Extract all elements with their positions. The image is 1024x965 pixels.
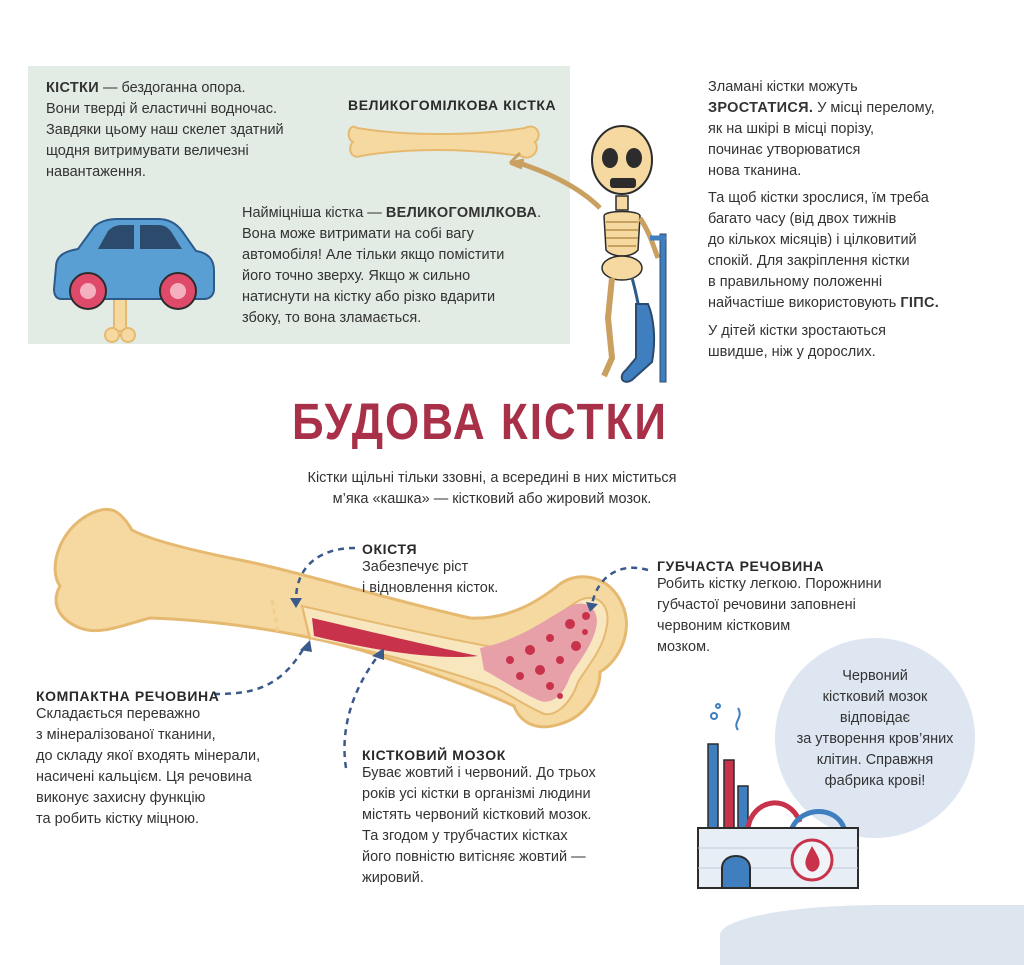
text-line: автомобіля! Але тільки якщо помістити (242, 247, 505, 263)
text-line: його повністю витісняє жовтий — (362, 849, 586, 865)
skeleton-illustration (508, 125, 667, 383)
text-line: за утворення кров’яних (796, 731, 954, 747)
periosteum-label: ОКІСТЯ Забезпечує ріст і відновлення кіс… (362, 541, 498, 599)
periosteum-heading: ОКІСТЯ (362, 541, 418, 557)
text-line: виконує захисну функцію (36, 790, 206, 806)
text-line: Робить кістку легкою. Порожнини (657, 576, 882, 592)
healing-paragraph: Та щоб кістки зрослися, їм треба багато … (708, 188, 939, 314)
fracture-paragraph: Зламані кістки можуть ЗРОСТАТИСЯ. У місц… (708, 77, 935, 182)
marrow-label: КІСТКОВИЙ МОЗОК Буває жовтий і червоний.… (362, 747, 596, 889)
text-line: Та згодом у трубчастих кістках (362, 828, 568, 844)
text-line: з мінералізованої тканини, (36, 727, 216, 743)
blood-factory-illustration (697, 703, 859, 889)
section-title: БУДОВА КІСТКИ (292, 394, 668, 451)
text-line: і відновлення кісток. (362, 580, 499, 596)
text-line: Та щоб кістки зрослися, їм треба (708, 190, 929, 206)
compact-heading: КОМПАКТНА РЕЧОВИНА (36, 688, 220, 704)
text-line: багато часу (від двох тижнів (708, 211, 897, 227)
text-line: Забезпечує ріст (362, 559, 469, 575)
text-line: Буває жовтий і червоний. До трьох (362, 765, 596, 781)
text-line: нова тканина. (708, 163, 802, 179)
cast-term: ГІПС. (900, 295, 940, 311)
spongy-heading: ГУБЧАСТА РЕЧОВИНА (657, 558, 825, 574)
bone-structure-illustration (53, 507, 628, 729)
spongy-label: ГУБЧАСТА РЕЧОВИНА Робить кістку легкою. … (657, 558, 882, 658)
strong-term: ВЕЛИКОГОМІЛКОВА (385, 205, 538, 221)
text-line: Червоний (842, 668, 908, 684)
text-line: насичені кальцієм. Ця речовина (36, 769, 252, 785)
text-line: швидше, ніж у дорослих. (708, 344, 876, 360)
text-line: червоним кістковим (657, 618, 791, 634)
text-line: У дітей кістки зростаються (708, 323, 886, 339)
text-line: жировий. (362, 870, 424, 886)
compact-label: КОМПАКТНА РЕЧОВИНА Складається переважно… (36, 688, 260, 830)
text-line: збоку, то вона зламається. (242, 310, 422, 326)
grow-term: ЗРОСТАТИСЯ. (708, 100, 814, 116)
text-line: років усі кістки в організмі людини (362, 786, 591, 802)
text-line: Найміцніша кістка — (242, 205, 382, 221)
text-line: Вони тверді й еластичні водночас. (46, 101, 277, 117)
bones-term: КІСТКИ (46, 80, 99, 96)
text-line: Завдяки цьому наш скелет здатний (46, 122, 284, 138)
marrow-heading: КІСТКОВИЙ МОЗОК (362, 747, 506, 763)
text-line: в правильному положенні (708, 274, 883, 290)
blood-factory-bubble (775, 638, 975, 838)
text-line: спокій. Для закріплення кістки (708, 253, 910, 269)
text-line: навантаження. (46, 164, 146, 180)
text-line: фабрика крові! (824, 773, 926, 789)
callout-arrows (213, 546, 649, 769)
bones-paragraph: КІСТКИ — бездоганна опора. Вони тверді й… (46, 78, 284, 183)
text-line: до складу якої входять мінерали, (36, 748, 261, 764)
blood-factory-text: Червоний кістковий мозок відповідає за у… (775, 666, 975, 792)
text-line: містять червоний кістковий мозок. (362, 807, 592, 823)
decorative-wave (720, 905, 1024, 965)
text-line: починає утворюватися (708, 142, 861, 158)
text-line: його точно зверху. Якщо ж сильно (242, 268, 471, 284)
tibia-illustration (347, 125, 540, 159)
text-line: клітин. Справжня (816, 752, 934, 768)
text-line: як на шкірі в місці порізу, (708, 121, 875, 137)
text-line: Складається переважно (36, 706, 201, 722)
tibia-label: ВЕЛИКОГОМІЛКОВА КІСТКА (348, 97, 557, 113)
text-line: м’яка «кашка» — кістковий або жировий мо… (332, 491, 652, 507)
text-line: — бездоганна опора. (102, 80, 246, 96)
text-line: Зламані кістки можуть (708, 79, 858, 95)
text-line: щодня витримувати величезні (46, 143, 249, 159)
children-paragraph: У дітей кістки зростаються швидше, ніж у… (708, 321, 886, 363)
section-subtitle: Кістки щільні тільки ззовні, а всередині… (0, 468, 984, 510)
text-line: мозком. (657, 639, 711, 655)
text-line: Вона може витримати на собі вагу (242, 226, 474, 242)
text-line: відповідає (839, 710, 911, 726)
text-line: та робить кістку міцною. (36, 811, 200, 827)
text-line: губчастої речовини заповнені (657, 597, 856, 613)
text-line: Кістки щільні тільки ззовні, а всередині… (307, 470, 677, 486)
text-line: найчастіше використовують (708, 295, 897, 311)
strongest-bone-paragraph: Найміцніша кістка — ВЕЛИКОГОМІЛКОВА. Вон… (242, 203, 541, 329)
car-on-bone-illustration (52, 218, 215, 343)
text-line: У місці перелому, (817, 100, 935, 116)
text-line: до кількох місяців) і цілковитий (708, 232, 917, 248)
text-line: натиснути на кістку або різко вдарити (242, 289, 496, 305)
text-line: кістковий мозок (822, 689, 928, 705)
